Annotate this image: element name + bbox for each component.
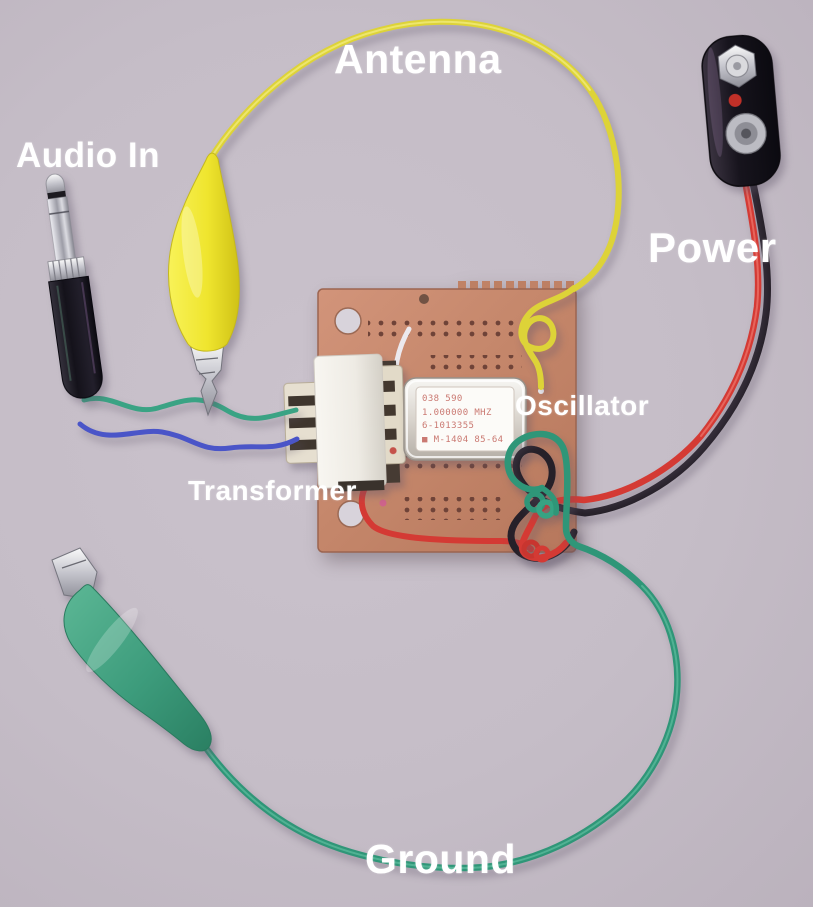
ground-wire: [199, 430, 681, 872]
audio-wire-blue: [77, 421, 300, 452]
perforation-strip: [398, 497, 508, 520]
audio-wire-green: [81, 395, 299, 421]
clip-boot: [63, 584, 212, 752]
power-wire-black: [507, 179, 771, 562]
label-transformer: Transformer: [188, 475, 357, 506]
yellow-wire-knot: [518, 285, 577, 390]
perforation-strip: [430, 355, 522, 375]
transformer-foot: [338, 480, 385, 492]
oscillator-label-face: [415, 386, 515, 452]
transformer-frame: [313, 353, 387, 489]
clip-boot: [168, 152, 240, 352]
oscillator-marking-line: 038 590: [422, 394, 463, 404]
battery-snap-female: [725, 112, 767, 155]
red-board-wire: [358, 476, 534, 552]
oscillator-markings: 038 590 1.000000 MHZ 6-1013355 ■ M-1404 …: [422, 393, 514, 447]
battery-red-wire-glimpse: [728, 93, 742, 107]
green-alligator-clip: [51, 547, 212, 752]
board-edge-tabs: [458, 281, 574, 291]
label-audio-in: Audio In: [16, 136, 160, 175]
battery-snap-male: [717, 44, 757, 88]
plug-insulator-ring: [47, 190, 66, 200]
label-ground: Ground: [365, 836, 517, 882]
perforation-strip: [368, 317, 524, 340]
audio-plug: [45, 173, 103, 399]
battery-snap-connector: [701, 34, 781, 187]
pink-solder-dot: [379, 499, 387, 507]
yellow-alligator-clip: [168, 152, 240, 417]
plug-body: [48, 275, 103, 399]
antenna-wire: [208, 18, 622, 390]
transformer: [283, 353, 406, 492]
plug-tip: [45, 173, 66, 195]
power-wire-red: [518, 177, 762, 563]
oscillator-marking-line: ■ M-1404 85-64: [422, 434, 504, 445]
audio-wires: [77, 395, 300, 452]
solder-blob: [419, 294, 429, 304]
green-wire-knot: [524, 485, 560, 519]
oscillator-marking-line: 6-1013355: [422, 421, 475, 431]
label-antenna: Antenna: [334, 36, 502, 82]
label-power: Power: [648, 224, 777, 271]
oscillator-can: [403, 377, 527, 461]
oscillator-marking-line: 1.000000 MHZ: [422, 407, 492, 418]
plug-shaft: [46, 196, 76, 261]
label-oscillator: Oscillator: [515, 390, 650, 421]
mounting-hole: [334, 307, 362, 335]
